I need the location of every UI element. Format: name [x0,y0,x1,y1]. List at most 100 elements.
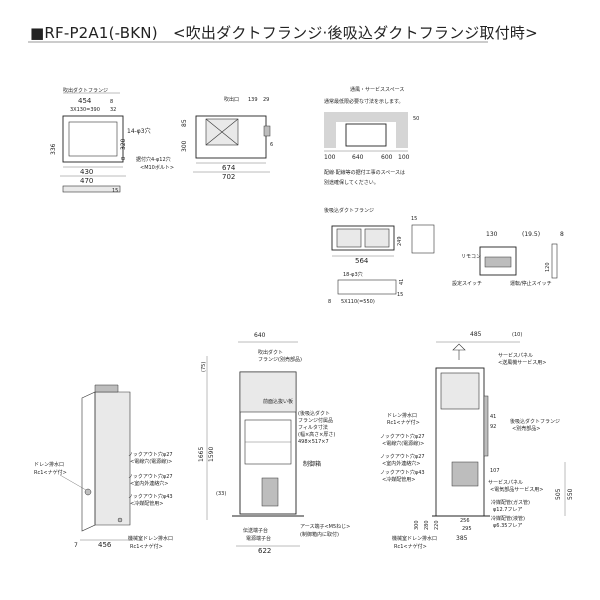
outlet-flange-outer [62,115,124,163]
main-drain: 機械室ドレン排水口 [128,535,173,542]
outlet-flange-view: 吹出ダクトフランジ 454 3X130=390 8 32 14-φ3穴 336 … [50,87,151,194]
ko-43b: <冷媒配管用> [130,500,163,507]
filter-wh: (幅×高さ×厚さ) [298,431,335,438]
term-transmit: 伝送端子台 [243,527,268,534]
dim-32: 32 [110,107,116,113]
dim-249: 249 [397,236,403,246]
dim-8b: 8 [121,157,127,160]
ground-terminal2: (制御箱内に取付) [300,531,339,538]
outlet-flange-side [62,185,121,193]
service-lower2: <電気部品サービス用> [490,486,543,493]
ko-27-link2: <室内外連絡穴> [130,480,168,487]
unit-top-body [195,115,267,159]
gas-pipe: 冷媒配管(ガス管) [491,499,530,506]
hole-18: 18-φ3穴 [343,271,363,278]
rear-flange-side [411,224,435,254]
service-lower: サービスパネル [488,479,523,486]
dim-29: 29 [263,97,269,103]
service-panel-lower [451,461,479,487]
dim-139: 139 [248,97,258,103]
ko-43r2: <冷媒配管用> [382,476,415,483]
service-space-note3: 別途確保してください。 [324,179,379,186]
dim-100b: 100 [398,154,410,161]
dim-256: 256 [460,518,470,524]
dim-430: 430 [80,168,93,176]
outlet-flange-caption: 吹出ダクトフランジ [63,87,108,94]
dim-10: (10) [512,332,522,338]
filter-dims: 498×517×7 [298,439,329,445]
dim-564: 564 [355,257,369,265]
title-square: ■ [30,24,45,42]
unit-side-right: 485 (10) サービスパネル <送風機サービス用> ドレン排水口 Rc1<ナ… [380,331,574,550]
unit-side-left: ドレン排水口 Rc1<ナゲ付> 7 456 機械室ドレン排水口 Rc1<ナゲ付> [34,384,173,550]
remote-lamp: リモコン [461,254,481,260]
dim-6: 6 [270,142,273,148]
dim-92: 92 [490,424,496,430]
dim-336: 336 [50,143,57,155]
rear-flange-note1: (後吸込ダクト [298,410,330,417]
dim-15: 15 [112,188,118,194]
dim-622: 622 [258,547,271,555]
rear-flange-outer [331,225,395,251]
side-left-face [81,391,96,532]
dim-320: 320 [120,138,127,150]
dim-33: (33) [216,491,226,497]
front-upper-panel [239,371,297,413]
dim-85: 85 [181,119,188,127]
dim-456: 456 [98,541,112,549]
dim-702: 702 [222,173,235,181]
dim-19-5: (19.5) [522,231,540,238]
gas-pipe2: φ12.7フレア [493,507,522,513]
service-space-note1: 通常最低限必要な寸法を示します。 [324,98,404,105]
service-panel: サービスパネル [498,352,533,359]
dim-8: 8 [328,299,331,305]
dim-1665: 1665 [198,447,205,462]
rear-flange-view: 後吸込ダクトフランジ 15 249 564 18-φ3穴 41 15 8 5X1… [324,207,435,305]
knockout-labels-left: ノックアウト穴φ27 <電線穴(電源線)> ノックアウト穴φ27 <室内外連絡穴… [128,451,173,507]
dim-15b: 15 [397,292,403,298]
dim-600: 600 [381,154,393,161]
service-space-title: 通風・サービススペース [350,86,404,93]
front-control [261,477,279,507]
ko-27-link: ノックアウト穴φ27 [128,473,173,480]
ko-27a: ノックアウト穴φ27 [380,433,425,440]
drain-rc: Rc1<ナゲ付> [34,469,67,476]
dim-130: 130 [486,231,498,238]
dim-107: 107 [490,468,500,474]
title-text: RF-P2A1(-BKN) <吹出ダクトフランジ·後吸込ダクトフランジ取付時> [44,24,538,42]
service-space-view: 通風・サービススペース 通常最低限必要な寸法を示します。 50 100 640 … [324,86,419,186]
dim-485: 485 [470,331,482,338]
rear-flange-bottom [337,279,397,295]
up-arrow-icon [452,343,466,351]
run-switch: 運転/停止スイッチ [510,280,552,287]
rear-flange-right [364,228,390,248]
dim-550: 550 [567,488,574,500]
dim-1590: 1590 [208,447,215,462]
service-unit [345,123,387,147]
dim-75: (75) [201,362,207,372]
outlet-flange-note2: フランジ(別売部品) [258,356,302,363]
dim-41: 41 [490,414,496,420]
pre-filter: 前面込抜い板 [263,398,293,405]
anchor-note: 据付穴4-φ12穴 [136,156,171,163]
rear-flange-right: 後吸込ダクトフランジ [510,418,560,425]
drain-port-left [84,488,92,496]
dim-120: 120 [545,262,551,272]
set-switch: 設定スイッチ [452,280,482,287]
service-panel2: <送風機サービス用> [498,359,546,366]
dim-295: 295 [462,526,472,532]
dim-640: 640 [254,332,266,339]
ko-27-power2: <電線穴(電源線)> [130,458,172,465]
service-space-note2: 配線·配線等の据付工事のスペースは [324,169,405,176]
control-box: 制御箱 [303,460,321,468]
unit-top-view: 吹出口 139 29 300 85 6 据付穴4-φ12穴 <M10ボルト> 6… [136,96,273,181]
ko-27b2: <室内外連絡穴> [382,460,420,467]
filter-size: フィルタ寸法 [298,424,328,431]
right-main-drain: 機械室ドレン排水口 [392,535,437,542]
dim-8: 8 [110,99,113,105]
main-drain-rc: Rc1<ナゲ付> [130,543,163,550]
diagram-title: ■RF-P2A1(-BKN) <吹出ダクトフランジ·後吸込ダクトフランジ取付時> [30,22,538,43]
rear-flange-caption: 後吸込ダクトフランジ [324,207,374,214]
unit-front-view: 640 (75) 吹出ダクト フランジ(別売部品) 前面込抜い板 (後吸込ダクト… [198,332,350,555]
